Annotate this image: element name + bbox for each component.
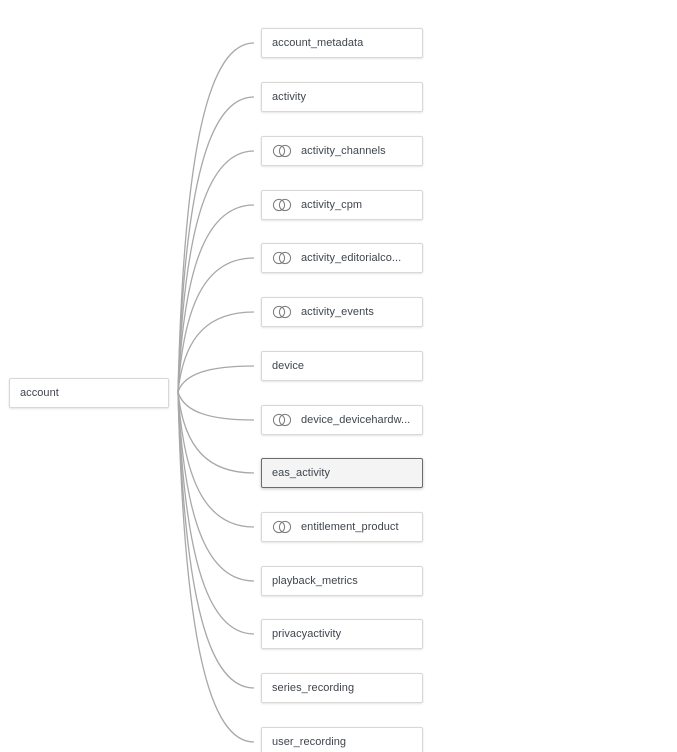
node-label: activity_channels (301, 145, 386, 157)
graph-edge (177, 391, 255, 689)
node-label: user_recording (272, 736, 347, 748)
graph-node-eas_activity[interactable]: eas_activity (261, 458, 423, 488)
graph-edge (177, 257, 255, 393)
venn-join-icon (272, 251, 292, 265)
node-label: activity_events (301, 306, 374, 318)
node-label: activity_editorialco... (301, 252, 402, 264)
venn-join-icon (272, 305, 292, 319)
graph-edge (177, 391, 255, 528)
graph-edge (177, 391, 255, 743)
node-label: account (20, 387, 59, 399)
venn-join-icon (272, 520, 292, 534)
node-label: device_devicehardw... (301, 414, 411, 426)
graph-node-activity_cpm[interactable]: activity_cpm (261, 190, 423, 220)
node-label: activity_cpm (301, 199, 363, 211)
graph-edge (177, 311, 255, 393)
graph-node-device[interactable]: device (261, 351, 423, 381)
node-label: account_metadata (272, 37, 364, 49)
graph-edge (177, 365, 255, 393)
venn-join-icon (272, 144, 292, 158)
graph-edge (177, 96, 255, 393)
graph-edge (177, 150, 255, 393)
graph-node-privacyactivity[interactable]: privacyactivity (261, 619, 423, 649)
node-label: device (272, 360, 305, 372)
graph-node-activity_editorialco[interactable]: activity_editorialco... (261, 243, 423, 273)
graph-edge (177, 391, 255, 421)
graph-node-series_recording[interactable]: series_recording (261, 673, 423, 703)
graph-edge (177, 42, 255, 393)
graph-node-entitlement_product[interactable]: entitlement_product (261, 512, 423, 542)
graph-node-activity[interactable]: activity (261, 82, 423, 112)
graph-node-playback_metrics[interactable]: playback_metrics (261, 566, 423, 596)
graph-edge (177, 391, 255, 474)
node-label: series_recording (272, 682, 355, 694)
venn-join-icon (272, 198, 292, 212)
graph-edge (177, 391, 255, 582)
node-label: entitlement_product (301, 521, 399, 533)
graph-edge (177, 204, 255, 393)
graph-node-account_metadata[interactable]: account_metadata (261, 28, 423, 58)
node-label: privacyactivity (272, 628, 342, 640)
graph-node-activity_channels[interactable]: activity_channels (261, 136, 423, 166)
graph-node-device_devicehardw[interactable]: device_devicehardw... (261, 405, 423, 435)
graph-node-activity_events[interactable]: activity_events (261, 297, 423, 327)
node-label: activity (272, 91, 307, 103)
graph-node-root[interactable]: account (9, 378, 169, 408)
venn-join-icon (272, 413, 292, 427)
graph-edge (177, 391, 255, 635)
graph-node-user_recording[interactable]: user_recording (261, 727, 423, 752)
node-label: eas_activity (272, 467, 331, 479)
node-label: playback_metrics (272, 575, 358, 587)
